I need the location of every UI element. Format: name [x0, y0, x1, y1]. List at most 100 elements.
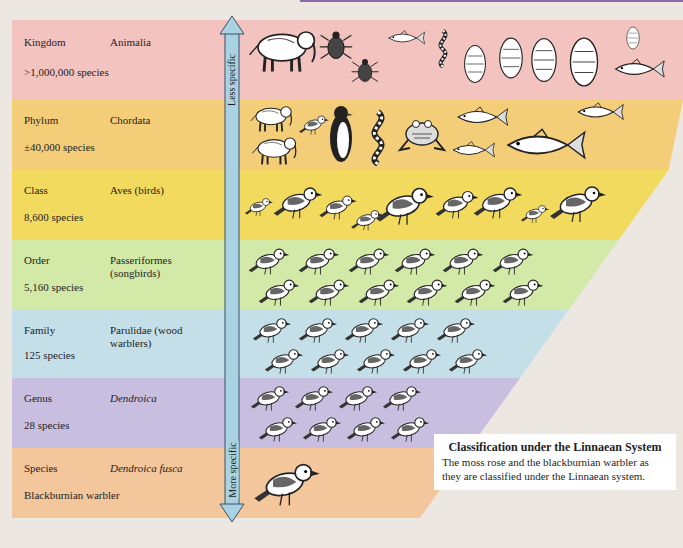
warbler-drawing — [299, 319, 337, 343]
caption-heading: Classification under the Linnaean System — [442, 440, 668, 454]
warbler-drawing — [449, 350, 487, 374]
songbird-drawing — [395, 249, 436, 274]
animal-drawing — [627, 27, 639, 49]
warbler-drawing — [303, 418, 341, 442]
species-count: 8,600 species — [24, 211, 220, 224]
genus-birds — [251, 387, 429, 442]
warbler-drawing — [345, 319, 383, 343]
songbird-drawing — [349, 249, 390, 274]
worm-drawing — [440, 31, 445, 67]
warbler-drawing — [391, 319, 429, 343]
arrow-head — [220, 16, 244, 34]
warbler-drawing — [339, 387, 377, 411]
spider-drawing — [320, 32, 352, 59]
band-fill — [12, 20, 683, 100]
bird-drawing — [274, 188, 323, 218]
bird-drawing — [376, 189, 434, 225]
caption-body: The moss rose and the blackburnian warbl… — [442, 456, 668, 482]
bird-drawing — [474, 188, 523, 218]
taxon-name: Animalia — [110, 36, 210, 49]
species-count: 125 species — [24, 349, 220, 362]
class-birds — [245, 187, 606, 230]
owl-drawing — [299, 116, 329, 135]
species-bird — [254, 465, 319, 506]
rank-name: Genus — [24, 392, 108, 405]
band-fill — [12, 310, 569, 378]
rank-name: Phylum — [24, 114, 108, 127]
bird-drawing — [351, 211, 383, 231]
warbler-drawing — [251, 387, 289, 411]
songbird-drawing — [407, 280, 448, 305]
arrow-label: More specific — [226, 440, 238, 499]
taxon-name: Dendroica fusca — [110, 462, 210, 475]
warbler-drawing — [391, 418, 429, 442]
rank-name: Family — [24, 324, 108, 337]
warbler-drawing — [383, 387, 421, 411]
shark-drawing — [508, 129, 585, 157]
rank-name: Species — [24, 462, 108, 475]
page-rule — [300, 0, 683, 2]
rank-name: Order — [24, 254, 108, 267]
penguin-drawing — [330, 106, 353, 162]
family-birds — [253, 319, 487, 374]
elephant-drawing — [250, 32, 315, 72]
bird-drawing — [550, 187, 606, 222]
caption-box: Classification under the Linnaean System… — [434, 434, 676, 490]
frog-drawing — [400, 121, 444, 151]
rank-name: Kingdom — [24, 36, 108, 49]
order-birds — [249, 249, 544, 305]
animal-drawing — [389, 31, 425, 44]
beetle-drawing — [352, 59, 379, 82]
species-count: 5,160 species — [24, 281, 220, 294]
warbler-drawing — [265, 350, 303, 374]
taxon-name: Chordata — [110, 114, 210, 127]
warbler-drawing — [357, 350, 395, 374]
taxon-name: Passeriformes (songbirds) — [110, 254, 210, 280]
tiger-drawing — [252, 138, 295, 164]
phylum-animals — [251, 103, 624, 165]
rank-band: FamilyParulidae (wood warblers)125 speci… — [12, 310, 569, 378]
bird-drawing — [436, 192, 479, 219]
warbler-drawing — [347, 418, 385, 442]
eel-drawing — [578, 103, 623, 120]
band-fill — [12, 170, 669, 240]
taxon-name: Dendroica — [110, 392, 210, 405]
band-fill — [12, 240, 619, 310]
species-count: 28 species — [24, 419, 220, 432]
songbird-drawing — [493, 249, 534, 274]
songbird-drawing — [503, 280, 544, 305]
fish-drawing — [458, 107, 508, 125]
warbler-drawing — [311, 350, 349, 374]
arrow-label: Less specific — [226, 52, 238, 108]
songbird-drawing — [455, 280, 496, 305]
animal-drawing — [465, 46, 486, 83]
bird-drawing — [245, 199, 273, 217]
taxon-name: Parulidae (wood warblers) — [110, 324, 210, 350]
warbler-drawing — [295, 387, 333, 411]
animal-drawing — [532, 39, 556, 82]
snake-drawing — [374, 112, 381, 164]
songbird-drawing — [259, 280, 300, 305]
warbler-drawing — [253, 319, 291, 343]
arrow-head — [220, 504, 244, 522]
warbler-drawing — [259, 418, 297, 442]
blackburnian-warbler-drawing — [254, 465, 319, 506]
songbird-drawing — [299, 249, 340, 274]
songbird-drawing — [249, 249, 290, 274]
kingdom-animals — [250, 27, 665, 86]
rank-name: Class — [24, 184, 108, 197]
songbird-drawing — [309, 280, 350, 305]
arrow-shaft — [225, 32, 239, 506]
band-shape — [12, 310, 569, 378]
species-count: ±40,000 species — [24, 141, 220, 154]
rat-drawing — [251, 107, 292, 132]
jellyfish-drawing — [570, 38, 597, 86]
fish-drawing — [453, 142, 494, 157]
band-fill — [12, 100, 683, 170]
songbird-drawing — [359, 280, 400, 305]
flamingo-drawing — [319, 196, 356, 219]
species-count: >1,000,000 species — [24, 66, 220, 79]
songbird-drawing — [443, 249, 484, 274]
bird-drawing — [521, 206, 549, 224]
species-count: Blackburnian warbler — [24, 489, 220, 502]
